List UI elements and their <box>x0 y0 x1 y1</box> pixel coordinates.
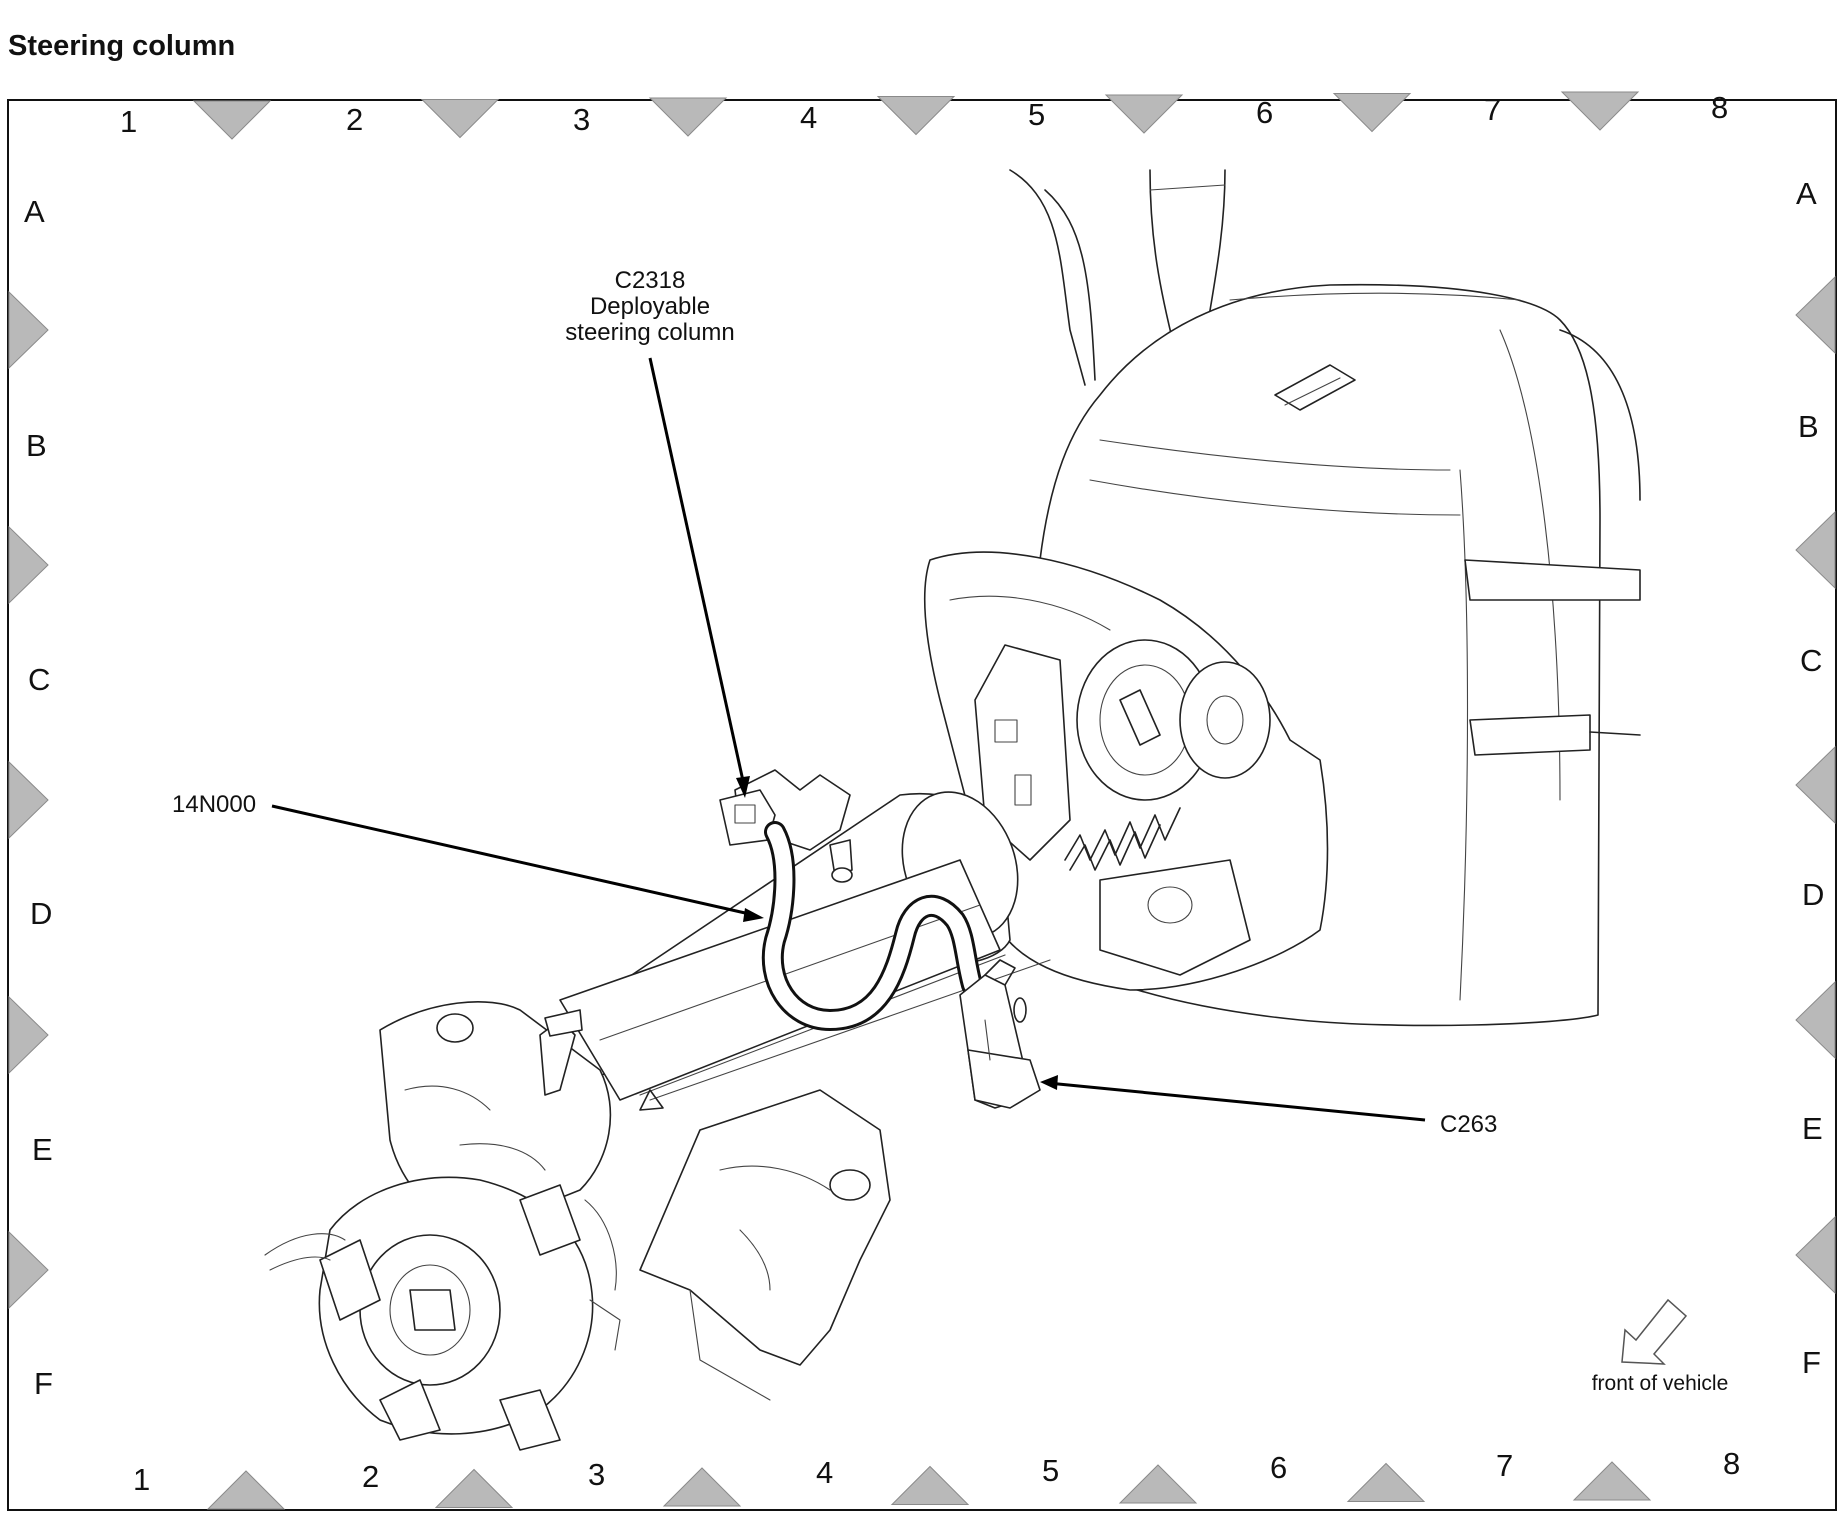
leader-14n000-arrow <box>743 908 764 922</box>
grid-row-right-f: F <box>1802 1345 1821 1380</box>
grid-marker-bottom-7 <box>1572 1461 1652 1501</box>
callout-c2318: C2318 Deployable steering column <box>565 267 734 346</box>
grid-labels-bottom: 1 2 3 4 5 6 7 8 <box>133 1446 1740 1497</box>
grid-col-bottom-1: 1 <box>133 1462 150 1497</box>
grid-col-top-7: 7 <box>1484 92 1501 127</box>
grid-marker-top-6 <box>1332 93 1412 133</box>
wiring-harness-14n000 <box>761 821 983 1031</box>
grid-marker-top-1 <box>192 100 272 140</box>
grid-marker-bottom-2 <box>434 1468 514 1508</box>
page-title: Steering column <box>8 30 236 62</box>
leader-14n000 <box>271 804 755 917</box>
grid-row-left-f: F <box>34 1366 53 1401</box>
leader-c263-arrow <box>1040 1075 1058 1090</box>
grid-row-right-b: B <box>1798 409 1819 444</box>
grid-row-right-a: A <box>1796 176 1817 211</box>
universal-joint-assembly <box>264 1001 621 1451</box>
callout-c2318-line2: steering column <box>565 319 734 346</box>
grid-marker-right-4 <box>1795 980 1836 1060</box>
grid-labels-top: 1 2 3 4 5 6 7 8 <box>120 90 1728 139</box>
grid-col-bottom-6: 6 <box>1270 1450 1287 1485</box>
grid-row-left-d: D <box>30 896 52 931</box>
steering-column-shroud <box>924 169 1641 1027</box>
grid-col-top-4: 4 <box>800 100 817 135</box>
grid-row-left-a: A <box>24 194 45 229</box>
front-of-vehicle-indicator: front of vehicle <box>1592 1298 1729 1395</box>
grid-col-top-2: 2 <box>346 102 363 137</box>
c2318-connector <box>719 769 853 883</box>
grid-marker-top-7 <box>1560 91 1640 131</box>
grid-col-top-3: 3 <box>573 102 590 137</box>
leader-c2318-arrow <box>736 776 750 798</box>
callout-c2318-line1: Deployable <box>590 293 710 320</box>
grid-marker-left-5 <box>8 1230 49 1310</box>
grid-labels-right: A B C D E F <box>1796 176 1824 1380</box>
grid-row-right-d: D <box>1802 877 1824 912</box>
grid-col-bottom-2: 2 <box>362 1459 379 1494</box>
grid-row-left-b: B <box>26 428 47 463</box>
grid-col-top-6: 6 <box>1256 95 1273 130</box>
grid-marker-top-2 <box>420 99 500 139</box>
grid-marker-bottom-5 <box>1118 1464 1198 1504</box>
grid-col-bottom-8: 8 <box>1723 1446 1740 1481</box>
grid-marker-left-1 <box>8 290 49 370</box>
grid-row-right-c: C <box>1800 643 1822 678</box>
return-spring <box>1064 807 1181 871</box>
grid-marker-right-1 <box>1795 275 1836 355</box>
grid-marker-left-3 <box>8 760 49 840</box>
grid-row-left-c: C <box>28 662 50 697</box>
grid-col-top-5: 5 <box>1028 97 1045 132</box>
front-of-vehicle-arrow-icon <box>1621 1298 1688 1365</box>
grid-col-bottom-5: 5 <box>1042 1453 1059 1488</box>
grid-col-top-1: 1 <box>120 104 137 139</box>
grid-labels-left: A B C D E F <box>24 194 53 1401</box>
grid-row-left-e: E <box>32 1132 53 1167</box>
grid-col-top-8: 8 <box>1711 90 1728 125</box>
front-of-vehicle-label: front of vehicle <box>1592 1372 1729 1395</box>
grid-markers <box>8 91 1836 1510</box>
grid-marker-bottom-1 <box>206 1470 286 1510</box>
grid-marker-right-5 <box>1795 1215 1836 1295</box>
grid-marker-left-2 <box>8 525 49 605</box>
grid-marker-left-4 <box>8 995 49 1075</box>
c263-connector <box>959 959 1041 1109</box>
grid-marker-bottom-6 <box>1346 1462 1426 1502</box>
callout-c263: C263 <box>1440 1111 1497 1138</box>
grid-marker-top-4 <box>876 96 956 136</box>
grid-marker-top-5 <box>1104 94 1184 134</box>
grid-row-right-e: E <box>1802 1111 1823 1146</box>
mounting-bracket <box>639 1089 891 1401</box>
grid-col-bottom-3: 3 <box>588 1457 605 1492</box>
leader-c2318 <box>648 357 747 791</box>
callout-14n000: 14N000 <box>172 791 256 818</box>
grid-marker-right-2 <box>1795 510 1836 590</box>
grid-marker-right-3 <box>1795 745 1836 825</box>
grid-marker-top-3 <box>648 97 728 137</box>
grid-marker-bottom-3 <box>662 1467 742 1507</box>
callout-c2318-id: C2318 <box>615 267 686 294</box>
grid-col-bottom-4: 4 <box>816 1455 833 1490</box>
grid-col-bottom-7: 7 <box>1496 1448 1513 1483</box>
grid-marker-bottom-4 <box>890 1465 970 1505</box>
leader-c263 <box>1047 1081 1426 1122</box>
